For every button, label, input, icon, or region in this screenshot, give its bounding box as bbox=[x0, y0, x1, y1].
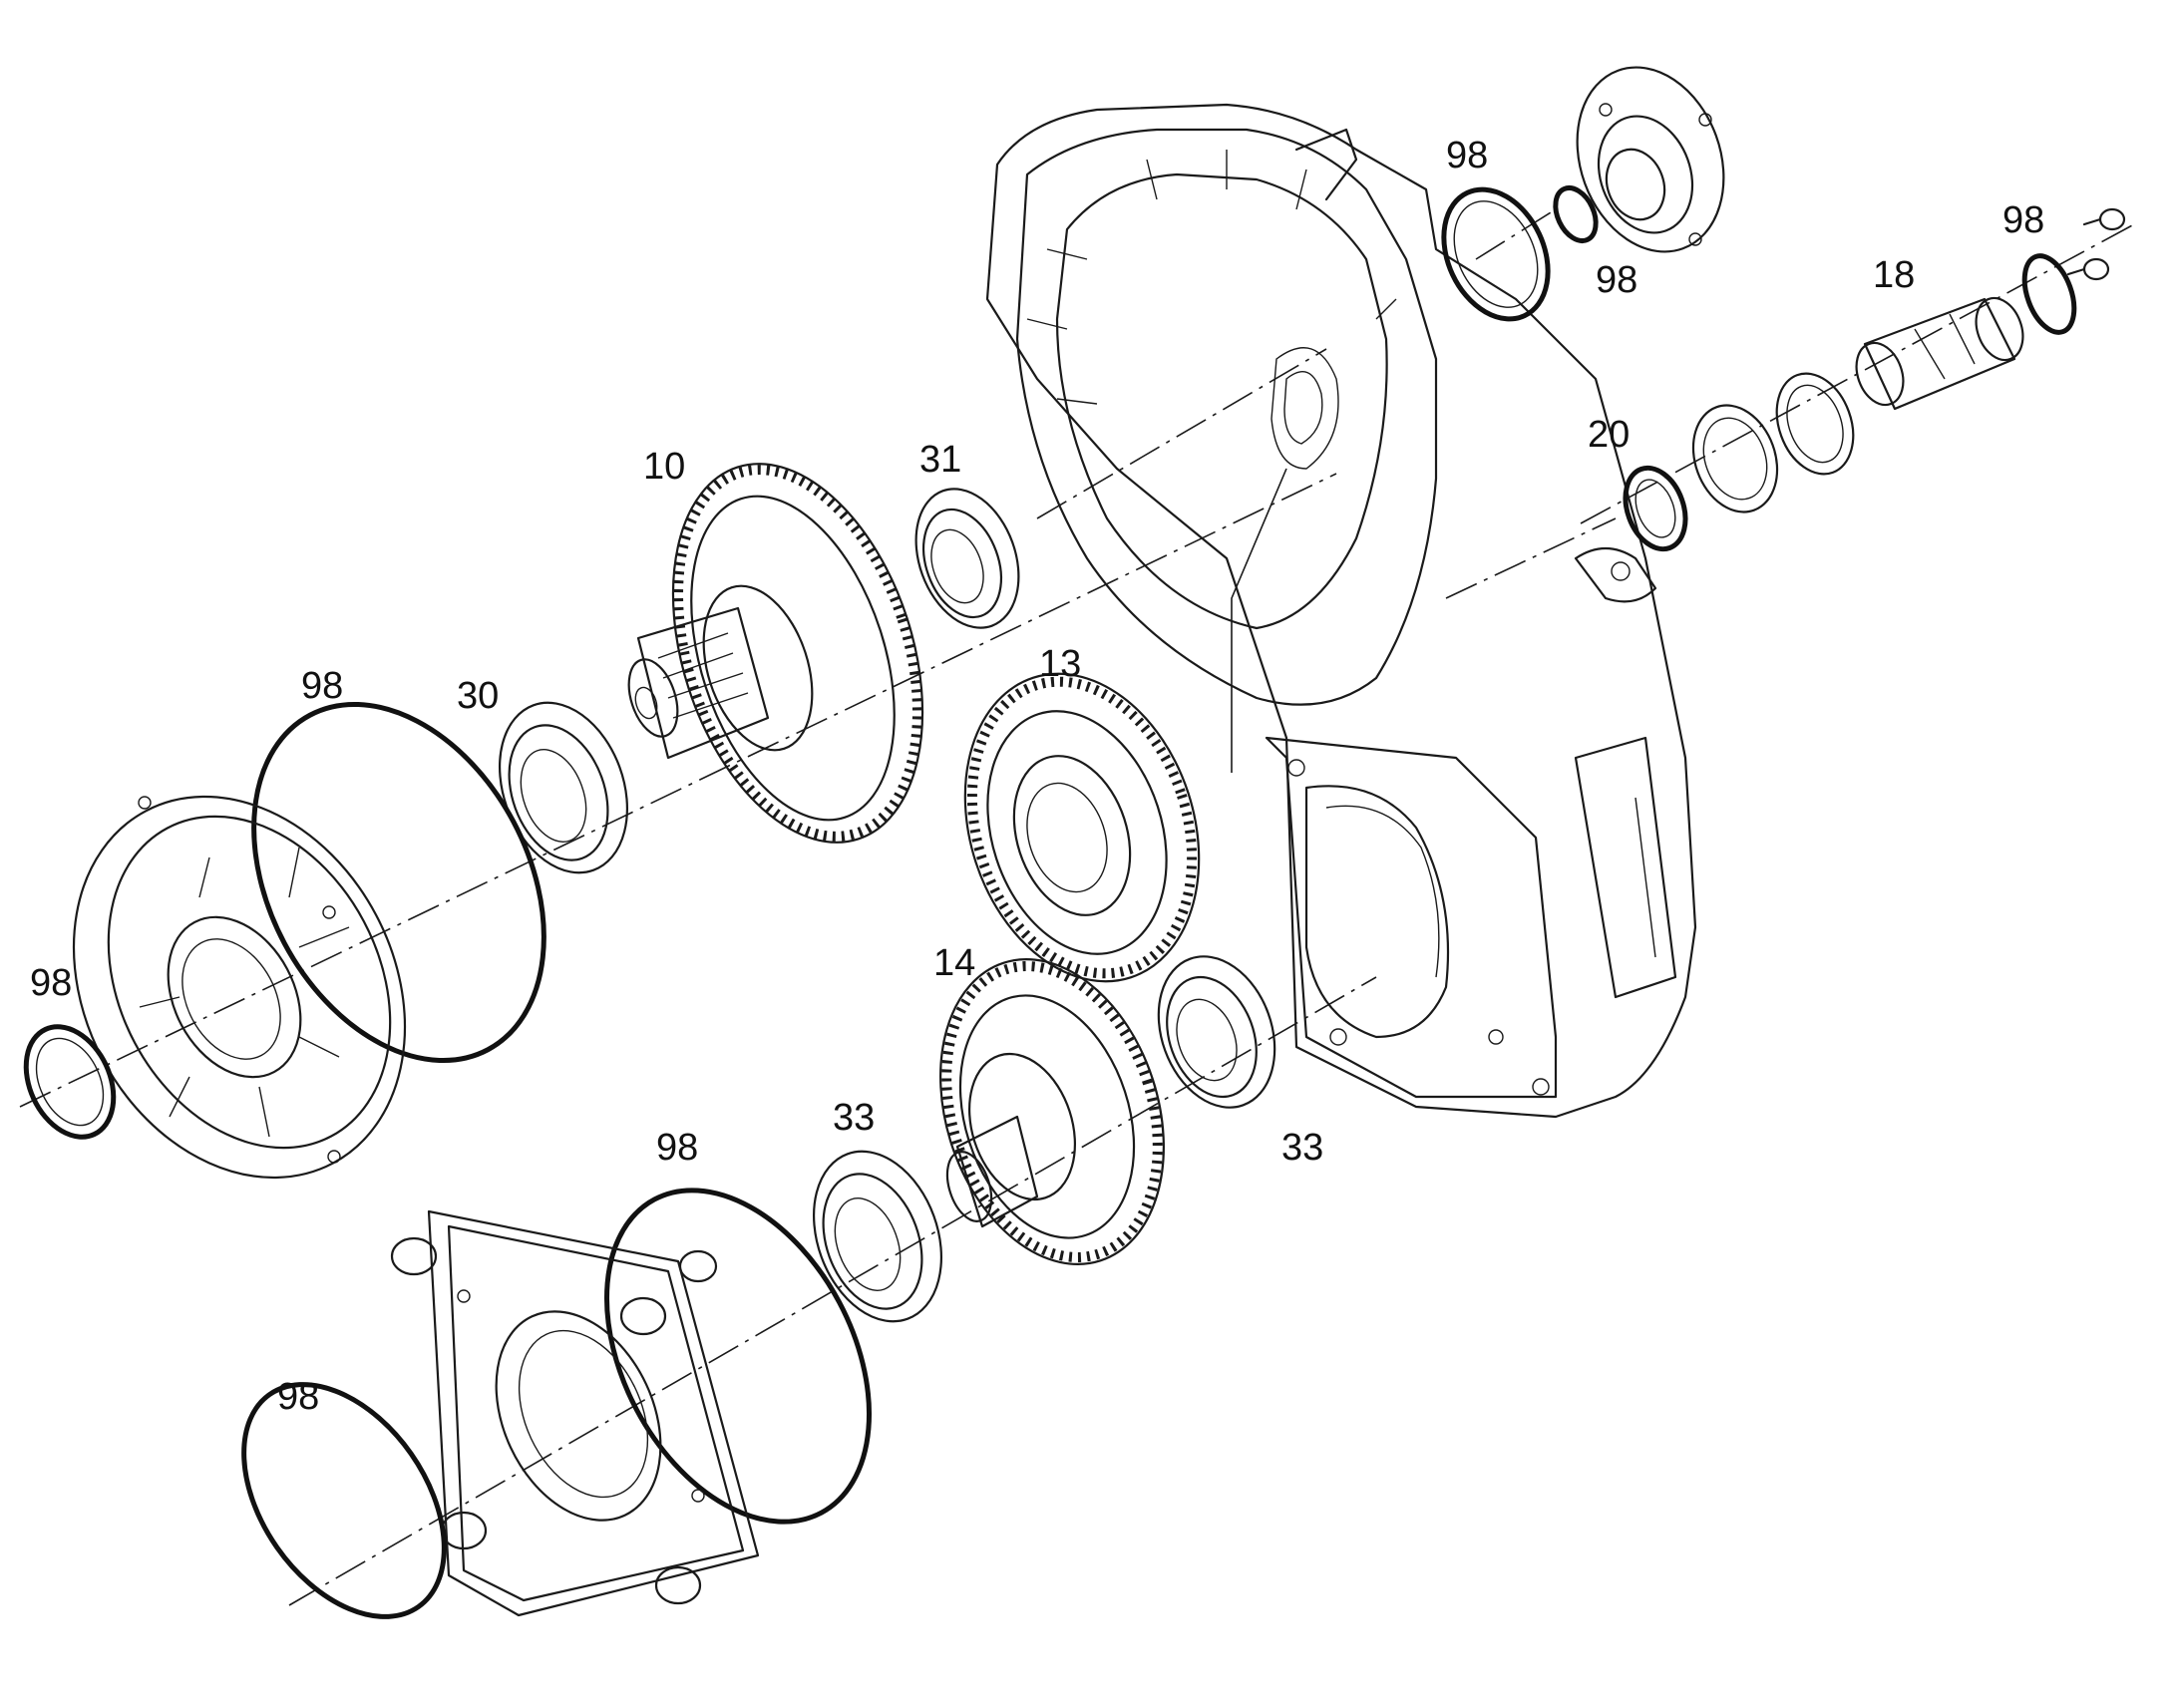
callout-33-left: 33 bbox=[833, 1097, 875, 1139]
gear-10 bbox=[627, 463, 924, 844]
left-cover bbox=[72, 795, 407, 1180]
center-lines bbox=[19, 208, 2135, 1606]
callout-31: 31 bbox=[919, 439, 961, 481]
callout-98-large-oring: 98 bbox=[301, 665, 343, 707]
bearing-ring-right-1 bbox=[1775, 372, 1855, 476]
callout-98-top-seal: 98 bbox=[1446, 135, 1488, 176]
callout-20: 20 bbox=[1588, 414, 1630, 456]
bearing-ring-right-2 bbox=[1691, 404, 1779, 513]
screw-small-bottom bbox=[2066, 257, 2110, 281]
callout-30: 30 bbox=[457, 675, 499, 717]
screw-small-top bbox=[2082, 207, 2126, 231]
callout-98-top-oring: 98 bbox=[1596, 259, 1637, 301]
o-ring-small-top bbox=[1553, 185, 1599, 243]
callout-98-right-seal: 98 bbox=[2002, 199, 2044, 241]
lower-square-cover bbox=[390, 1209, 760, 1617]
seal-ring-18 bbox=[2021, 253, 2077, 335]
seal-ring-top bbox=[1441, 186, 1551, 322]
callout-labels: 98 98 98 18 20 10 31 13 98 30 98 14 33 3… bbox=[30, 135, 2044, 1418]
callout-98-far-left-seal: 98 bbox=[30, 962, 72, 1004]
seal-ring-20 bbox=[1623, 465, 1688, 552]
callout-10: 10 bbox=[643, 446, 685, 488]
callout-98-bottom-oring: 98 bbox=[277, 1376, 319, 1418]
callout-13: 13 bbox=[1039, 643, 1081, 685]
o-ring-bottom-left bbox=[241, 1382, 447, 1619]
o-ring-large-left bbox=[251, 701, 546, 1064]
bearing-33-left bbox=[812, 1150, 943, 1323]
o-ring-large-middle bbox=[603, 1188, 873, 1525]
bearing-31 bbox=[914, 488, 1020, 629]
top-flange-cover bbox=[1576, 66, 1725, 253]
gearbox-housing bbox=[985, 103, 1697, 1119]
bearing-30 bbox=[498, 701, 629, 874]
callout-98-middle-oring: 98 bbox=[656, 1127, 698, 1169]
gear-14 bbox=[939, 958, 1165, 1265]
callout-14: 14 bbox=[933, 942, 975, 984]
bearing-33-right bbox=[1157, 955, 1276, 1109]
shaft-assembly-18 bbox=[1855, 296, 2024, 411]
callout-18: 18 bbox=[1873, 254, 1915, 296]
seal-ring-far-left bbox=[23, 1024, 117, 1140]
callout-33-right: 33 bbox=[1281, 1127, 1323, 1169]
gear-13 bbox=[963, 672, 1201, 983]
